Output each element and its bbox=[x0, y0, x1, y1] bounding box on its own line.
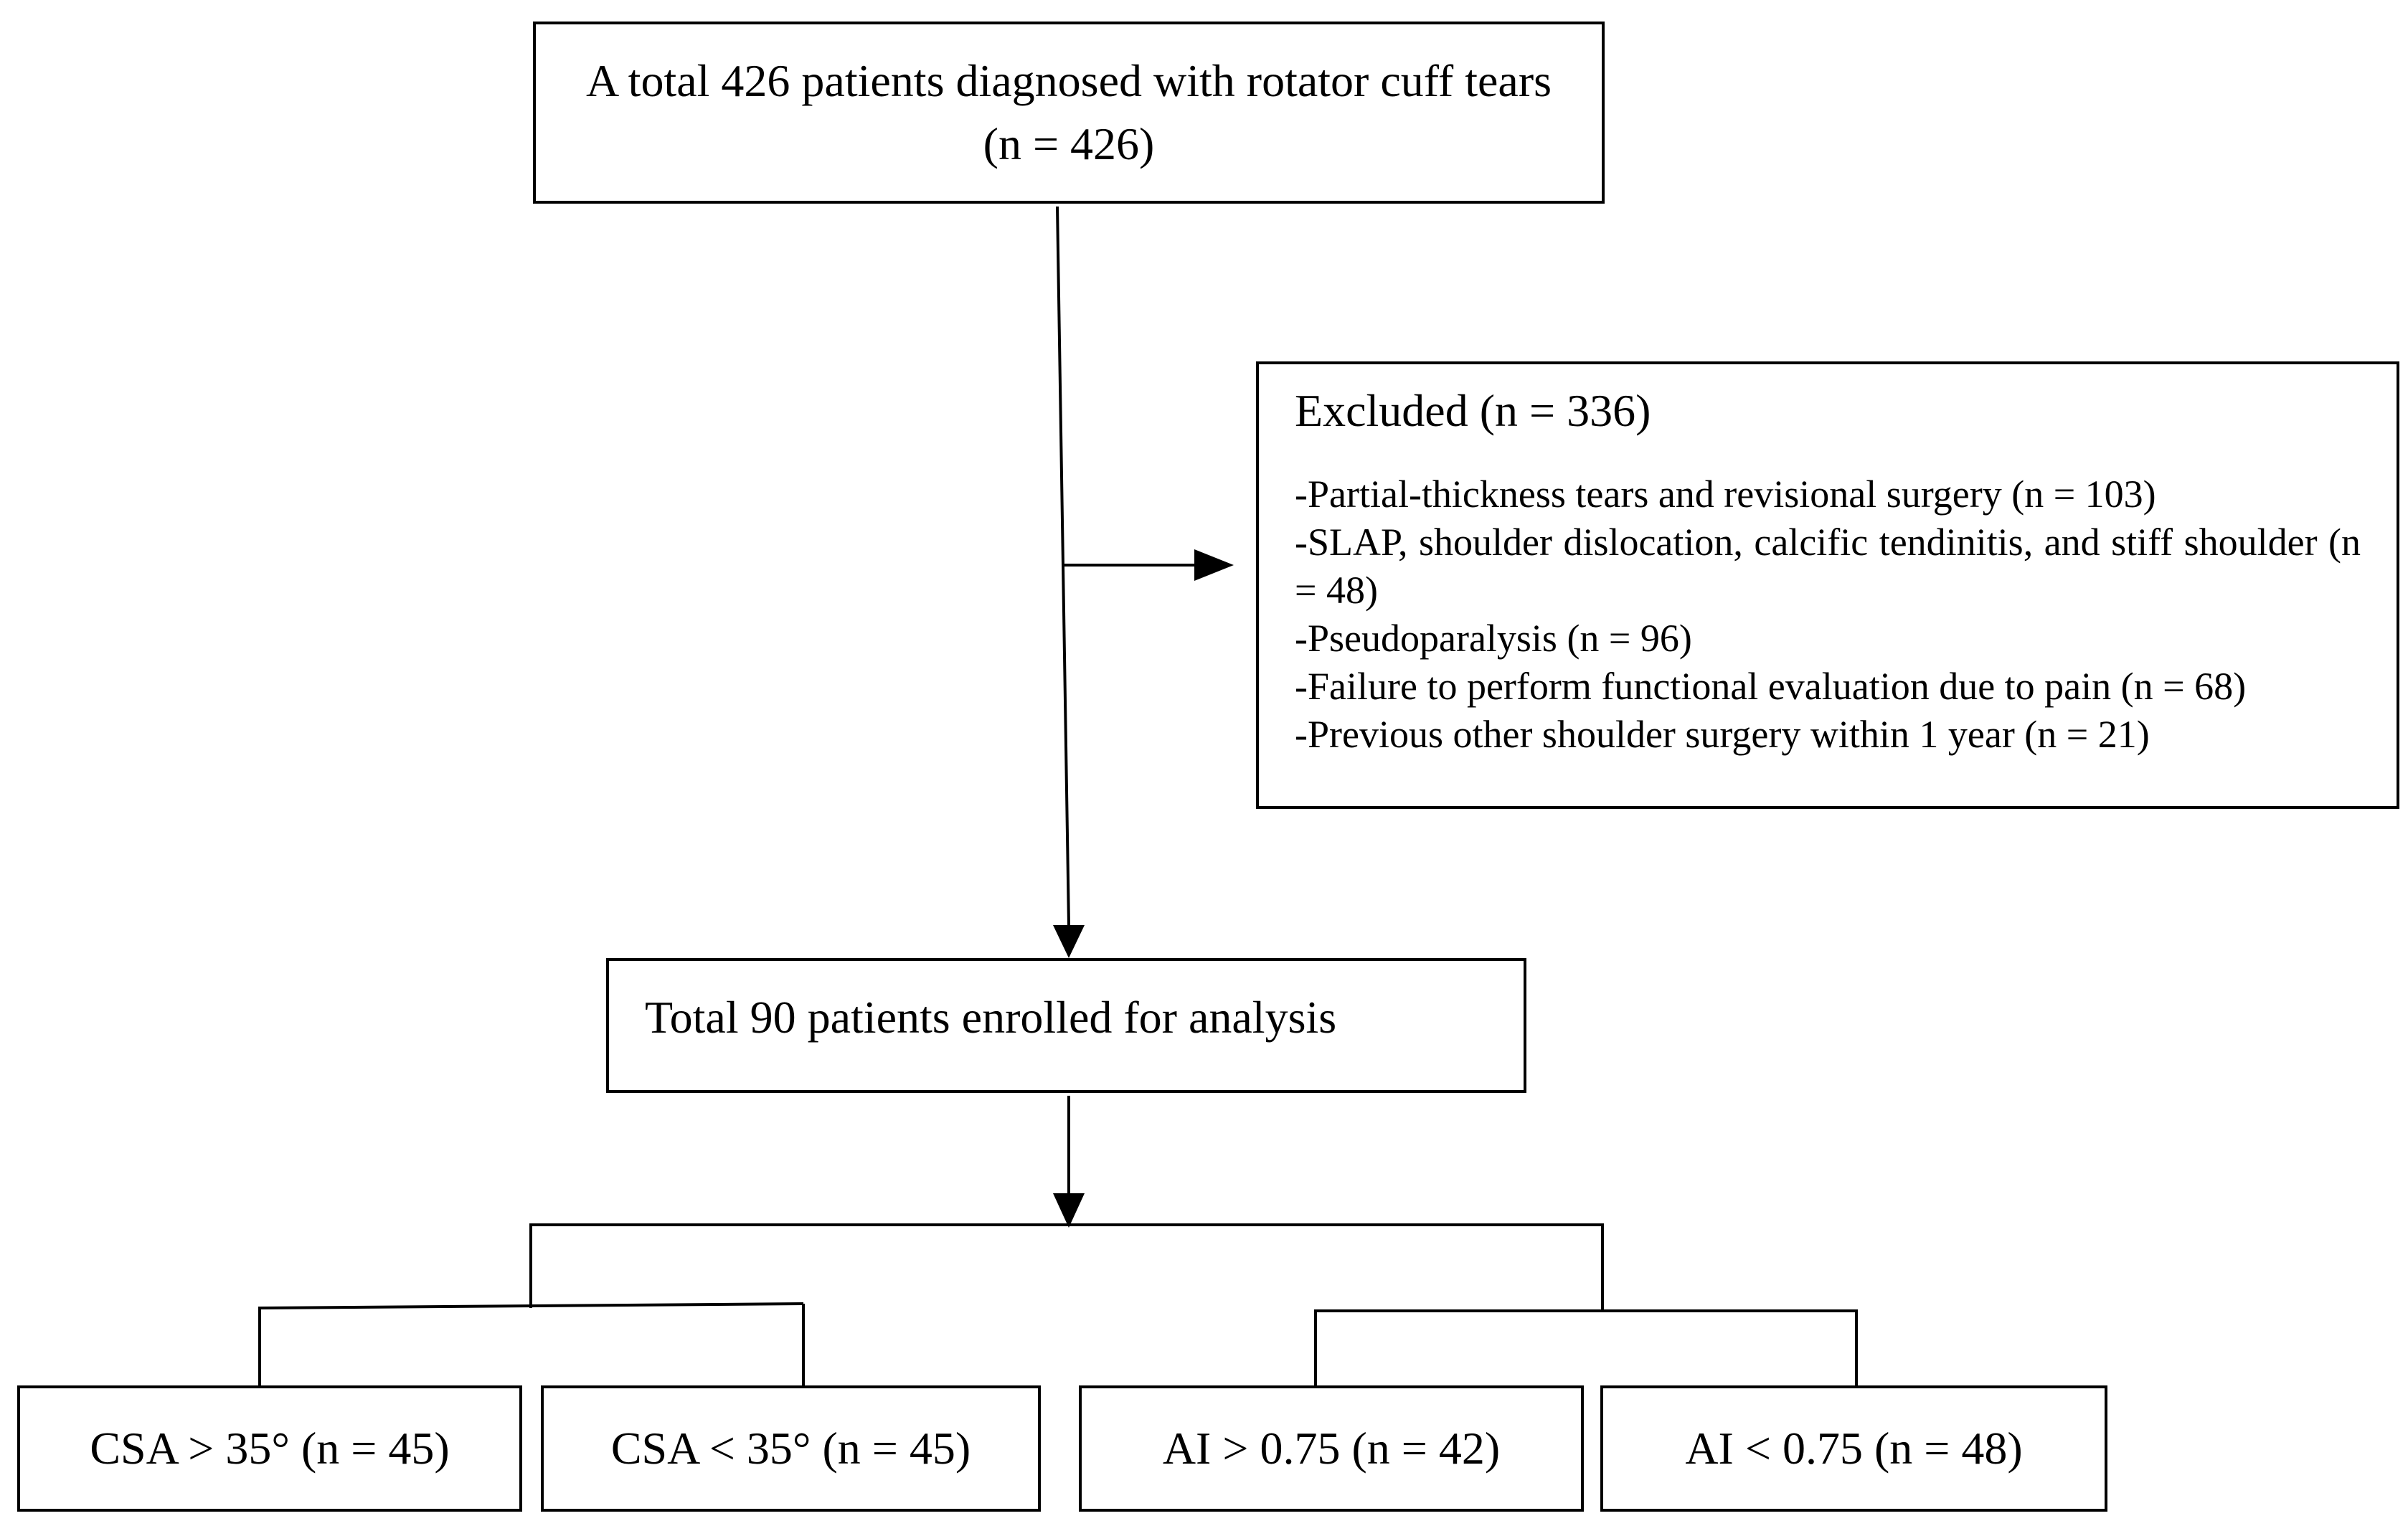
group-label: AI < 0.75 (n = 48) bbox=[1685, 1423, 2023, 1474]
enrolled-box: Total 90 patients enrolled for analysis bbox=[606, 958, 1526, 1093]
exclusion-item: -Previous other shoulder surgery within … bbox=[1295, 713, 2150, 756]
exclusion-item: -SLAP, shoulder dislocation, calcific te… bbox=[1295, 521, 2361, 612]
total-patients-text: A total 426 patients diagnosed with rota… bbox=[585, 55, 1552, 169]
arrowhead-to-split bbox=[1053, 1193, 1085, 1228]
group-ai-greater-box: AI > 0.75 (n = 42) bbox=[1079, 1385, 1584, 1512]
arrowhead-to-enrolled bbox=[1053, 925, 1085, 958]
arrowhead-to-excluded bbox=[1194, 549, 1234, 581]
group-label: CSA < 35° (n = 45) bbox=[610, 1423, 971, 1474]
group-ai-less-box: AI < 0.75 (n = 48) bbox=[1600, 1385, 2107, 1512]
total-patients-box: A total 426 patients diagnosed with rota… bbox=[533, 22, 1605, 204]
exclusion-item: -Failure to perform functional evaluatio… bbox=[1295, 665, 2247, 708]
exclusion-criteria-list: -Partial-thickness tears and revisional … bbox=[1295, 470, 2361, 759]
excluded-title: Excluded (n = 336) bbox=[1295, 385, 1651, 436]
group-csa-greater-box: CSA > 35° (n = 45) bbox=[17, 1385, 522, 1512]
csa-split-bar bbox=[259, 1302, 804, 1309]
group-label: CSA > 35° (n = 45) bbox=[90, 1423, 450, 1474]
excluded-box: Excluded (n = 336) -Partial-thickness te… bbox=[1256, 361, 2399, 809]
group-label: AI > 0.75 (n = 42) bbox=[1162, 1423, 1501, 1474]
enrolled-text: Total 90 patients enrolled for analysis bbox=[645, 992, 1337, 1043]
exclusion-item: -Partial-thickness tears and revisional … bbox=[1295, 473, 2156, 516]
group-csa-less-box: CSA < 35° (n = 45) bbox=[541, 1385, 1041, 1512]
exclusion-item: -Pseudoparalysis (n = 96) bbox=[1295, 617, 1692, 660]
